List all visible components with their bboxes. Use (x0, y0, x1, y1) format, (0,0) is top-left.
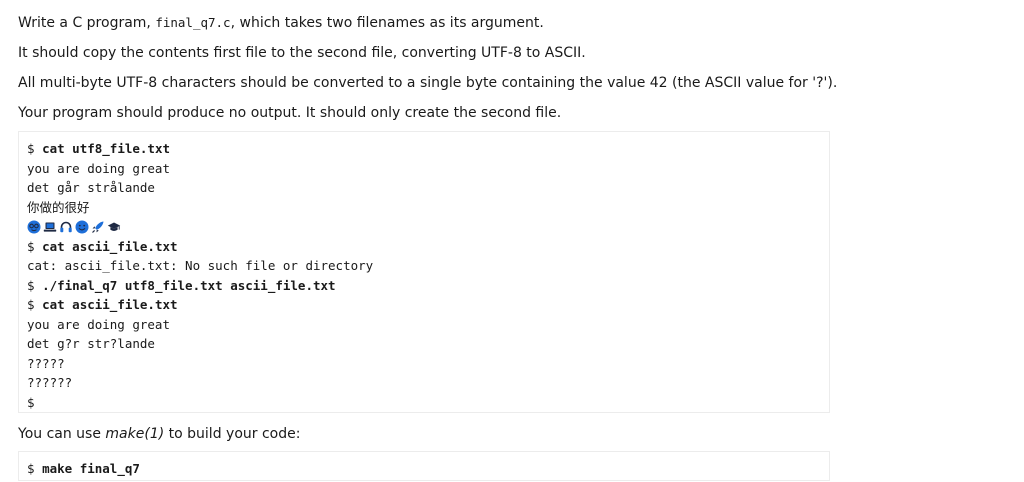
command: ./final_q7 utf8_file.txt ascii_file.txt (42, 277, 336, 293)
make-reference: make(1) (105, 426, 165, 442)
terminal-line: ????? (27, 355, 65, 371)
terminal-line: $ cat ascii_file.txt (27, 295, 829, 315)
terminal-line: $ (27, 394, 35, 410)
command: make final_q7 (42, 461, 140, 476)
laptop-icon (43, 222, 57, 232)
instruction-text: , which takes two filenames as its argum… (230, 15, 544, 31)
filename-code: final_q7.c (155, 15, 231, 30)
terminal-line: 你做的很好 (27, 199, 90, 215)
build-instruction: You can use make(1) to build your code: (18, 424, 300, 444)
instruction-line-3: All multi-byte UTF-8 characters should b… (18, 75, 838, 91)
prompt: $ (27, 461, 43, 476)
terminal-line: det g?r str?lande (27, 336, 155, 351)
prompt: $ (27, 141, 43, 156)
command: cat ascii_file.txt (42, 238, 178, 254)
terminal-line: $ cat ascii_file.txt (27, 237, 829, 257)
rocket-icon (92, 221, 104, 233)
build-command-block: $ make final_q7 (18, 451, 830, 481)
prompt: $ (27, 238, 43, 254)
terminal-line: you are doing great (27, 160, 170, 176)
build-text: to build your code: (164, 426, 301, 442)
terminal-line: $ cat utf8_file.txt (27, 139, 829, 159)
terminal-line: $ ./final_q7 utf8_file.txt ascii_file.tx… (27, 276, 829, 296)
smiling-face-icon (75, 220, 89, 234)
terminal-line: det går strålande (27, 180, 155, 195)
prompt: $ (27, 297, 43, 312)
command: cat ascii_file.txt (42, 297, 178, 312)
terminal-line: cat: ascii_file.txt: No such file or dir… (27, 258, 374, 273)
instruction-line-2: It should copy the contents first file t… (18, 45, 586, 61)
nerd-face-icon (27, 220, 41, 234)
emoji-line (27, 217, 829, 237)
headphones-icon (60, 221, 72, 232)
instruction-line-4: Your program should produce no output. I… (18, 105, 562, 121)
terminal-line: ?????? (27, 375, 73, 390)
terminal-line: $ make final_q7 (27, 459, 829, 479)
build-text: You can use (18, 426, 106, 442)
instruction-line-1: Write a C program, final_q7.c, which tak… (18, 13, 544, 33)
instruction-text: Write a C program, (18, 15, 156, 31)
terminal-line: you are doing great (27, 316, 170, 332)
command: cat utf8_file.txt (42, 141, 170, 156)
prompt: $ (27, 277, 43, 293)
graduation-cap-icon (107, 222, 121, 231)
